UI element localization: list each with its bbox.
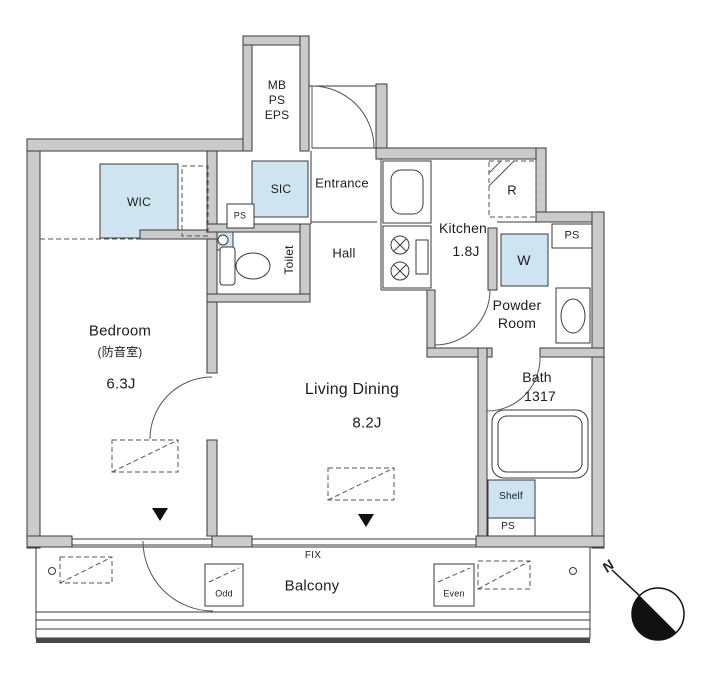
living-furniture-dashed [327, 467, 395, 501]
fridge-label: R [507, 182, 517, 198]
balcony-right-dashed [477, 560, 531, 590]
shaft-label-eps: EPS [264, 108, 290, 122]
entrance-door-arc [311, 85, 375, 149]
balcony-edge [36, 638, 590, 643]
unit-left-label: Odd [215, 588, 233, 599]
wic-label: WIC [127, 195, 151, 209]
wall-bedroom-lower [206, 439, 218, 537]
walls [26, 35, 605, 549]
door-marker-bedroom [152, 508, 168, 521]
bedroom-door-arc [149, 376, 213, 440]
unit-right-box [433, 563, 475, 607]
fridge-space [488, 160, 537, 218]
wall-entrance-right [375, 83, 388, 152]
powder-room-label-1: Powder [492, 297, 542, 313]
wall-bedroom-upper [206, 150, 218, 374]
wall-left-outer [26, 138, 41, 549]
kitchen-sink-basin [390, 169, 424, 215]
balcony-door-arc [142, 540, 214, 612]
ps-entry-box [226, 203, 255, 229]
wall-toilet-bottom [206, 293, 311, 303]
powder-door-arc [434, 289, 491, 346]
powder-sink [560, 298, 586, 334]
balcony-drain [48, 567, 56, 575]
bedroom-furniture-dashed [111, 439, 179, 473]
shaft-label-mb: MB [267, 78, 287, 92]
wall-upper-right [535, 147, 547, 221]
kitchen-size: 1.8J [452, 243, 480, 259]
ps-bottom-box [487, 517, 536, 537]
toilet-label: Toilet [282, 245, 296, 275]
compass-needle [631, 595, 677, 641]
bedroom-size: 6.3J [106, 375, 136, 393]
dashed-elements [40, 160, 537, 590]
wall-washer-left [487, 227, 498, 291]
fixtures [48, 160, 593, 607]
balcony-left-dashed [59, 556, 113, 584]
burner-marks [393, 238, 407, 278]
shaft-label-ps: PS [268, 93, 286, 107]
basin-faucet [217, 234, 229, 246]
accent-areas [99, 160, 549, 519]
wall-top-right [375, 147, 547, 160]
fix-label: FIX [304, 550, 322, 561]
bathtub-inner [497, 415, 583, 473]
door-swings [142, 85, 541, 612]
bath-size: 1317 [524, 388, 556, 404]
toilet-bowl [235, 252, 271, 280]
bath-door-arc [486, 357, 541, 412]
living-dining-size: 8.2J [352, 414, 382, 432]
wall-shaft-left [242, 35, 253, 152]
wall-bath-top [539, 347, 605, 358]
kitchen-label: Kitchen [438, 220, 488, 236]
wall-right-outer [591, 211, 605, 549]
balcony-drain [569, 567, 577, 575]
unit-left-hatch [208, 567, 240, 583]
compass-axis [611, 569, 642, 598]
ps-right-box [551, 223, 593, 249]
direction-markers [152, 508, 374, 527]
hall-label: Hall [332, 245, 356, 261]
wall-toilet-right [299, 223, 311, 303]
wardrobe-dashed [181, 165, 209, 237]
sic-label: SIC [270, 182, 292, 196]
shelf-label: Shelf [499, 491, 523, 502]
unit-right-hatch [437, 567, 471, 583]
bath-label: Bath [522, 369, 552, 385]
wall-shaft-top [242, 35, 310, 46]
ps-right-label: PS [564, 229, 580, 242]
wall-powder-left [426, 289, 436, 357]
wall-powder-bottom [426, 347, 493, 358]
stove-counter [415, 239, 429, 275]
sic-area [251, 160, 309, 218]
toilet-tank [219, 246, 236, 286]
powder-room-label-2: Room [497, 315, 537, 331]
washer-label: W [517, 252, 531, 268]
living-dining-label: Living Dining [304, 381, 400, 398]
ps-bottom-label: PS [501, 521, 515, 532]
unit-right-label: Even [443, 588, 465, 599]
ps-entry-label: PS [233, 210, 247, 221]
wall-bottom-c [475, 535, 605, 548]
wall-bath-column [477, 347, 488, 537]
wall-toilet-top [206, 223, 308, 233]
wic-area [99, 163, 179, 239]
balcony-railing [35, 611, 591, 639]
bedroom-label: Bedroom [88, 322, 152, 340]
wall-top-left [26, 138, 246, 152]
bedroom-note: (防音室) [97, 345, 143, 359]
wall-bottom-a [26, 535, 73, 548]
unit-left-box [204, 563, 244, 607]
compass [611, 569, 685, 641]
washer-area [500, 233, 549, 287]
wall-shaft-right [299, 35, 310, 152]
fridge-corner-marks [488, 160, 515, 187]
thin-lines [35, 85, 591, 643]
door-marker-living [358, 514, 374, 527]
balcony-label: Balcony [284, 577, 340, 595]
entrance-label: Entrance [315, 175, 369, 191]
wall-wic [139, 229, 218, 240]
wall-bottom-b [211, 535, 253, 548]
